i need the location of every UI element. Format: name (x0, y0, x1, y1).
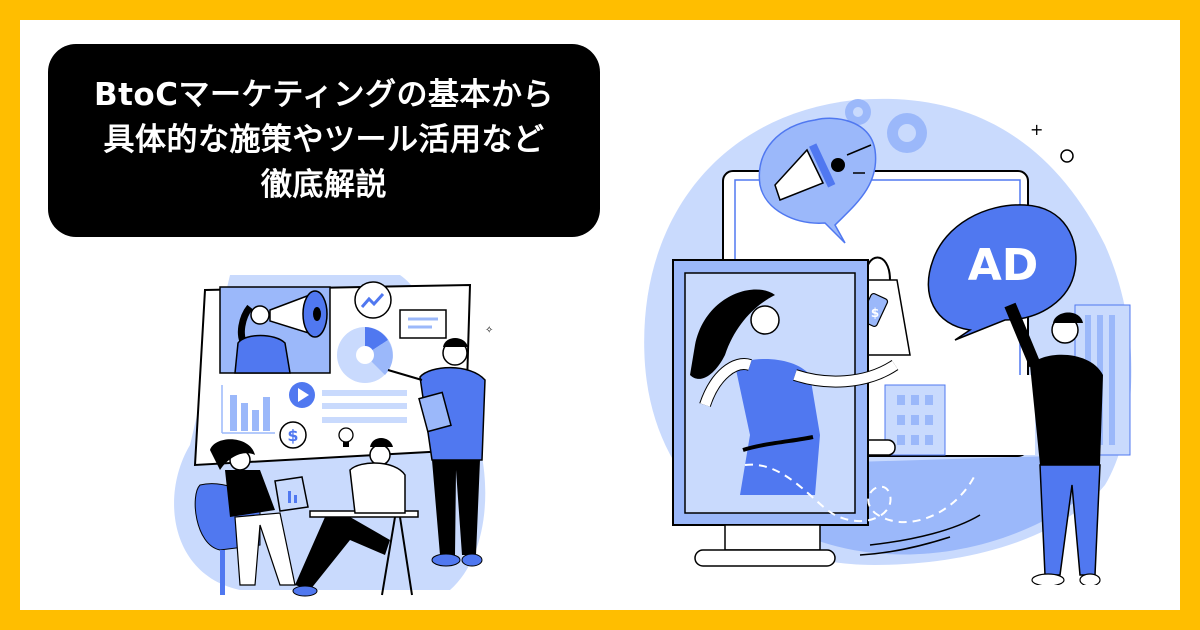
front-monitor (672, 259, 899, 567)
clipboard-icon (418, 391, 452, 433)
building-icon (897, 395, 933, 445)
ad-campaign-illustration: + (644, 98, 1132, 585)
title-box: BtoCマーケティングの基本から 具体的な施策やツール活用など 徹底解説 (48, 44, 600, 237)
content-panel: BtoCマーケティングの基本から 具体的な施策やツール活用など 徹底解説 (20, 20, 1180, 610)
title-line-3: 徹底解説 (261, 167, 387, 203)
title-line-2: 具体的な施策やツール活用など (103, 122, 545, 158)
bar-chart-icon (221, 385, 275, 434)
donut-chart-icon (337, 327, 393, 383)
ad-bubble: AD (927, 204, 1077, 341)
meeting-table (194, 438, 419, 597)
play-icon (289, 382, 315, 408)
dollar-icon: $ (279, 421, 307, 449)
megaphone-icon (269, 290, 328, 338)
gear-icon (845, 99, 927, 153)
svg-text:$: $ (871, 306, 879, 320)
standing-man (1004, 302, 1103, 585)
svg-text:✧: ✧ (485, 325, 493, 336)
lightbulb-icon (338, 427, 354, 447)
dashboard-board: $ (193, 281, 472, 467)
megaphone-bubble (758, 117, 877, 244)
team-meeting-illustration: $ (174, 275, 493, 597)
laptop-icon (274, 476, 309, 512)
chat-bubble-icon (399, 309, 447, 339)
presenter-man (387, 338, 486, 567)
ad-label: AD (968, 240, 1039, 291)
title-line-1: BtoCマーケティングの基本から (93, 77, 554, 113)
trend-up-icon (354, 281, 392, 319)
svg-text:$: $ (287, 426, 298, 445)
circle-icon (1060, 149, 1074, 163)
megaphone-icon (774, 143, 845, 201)
sparkle-icon: + (1030, 120, 1043, 139)
